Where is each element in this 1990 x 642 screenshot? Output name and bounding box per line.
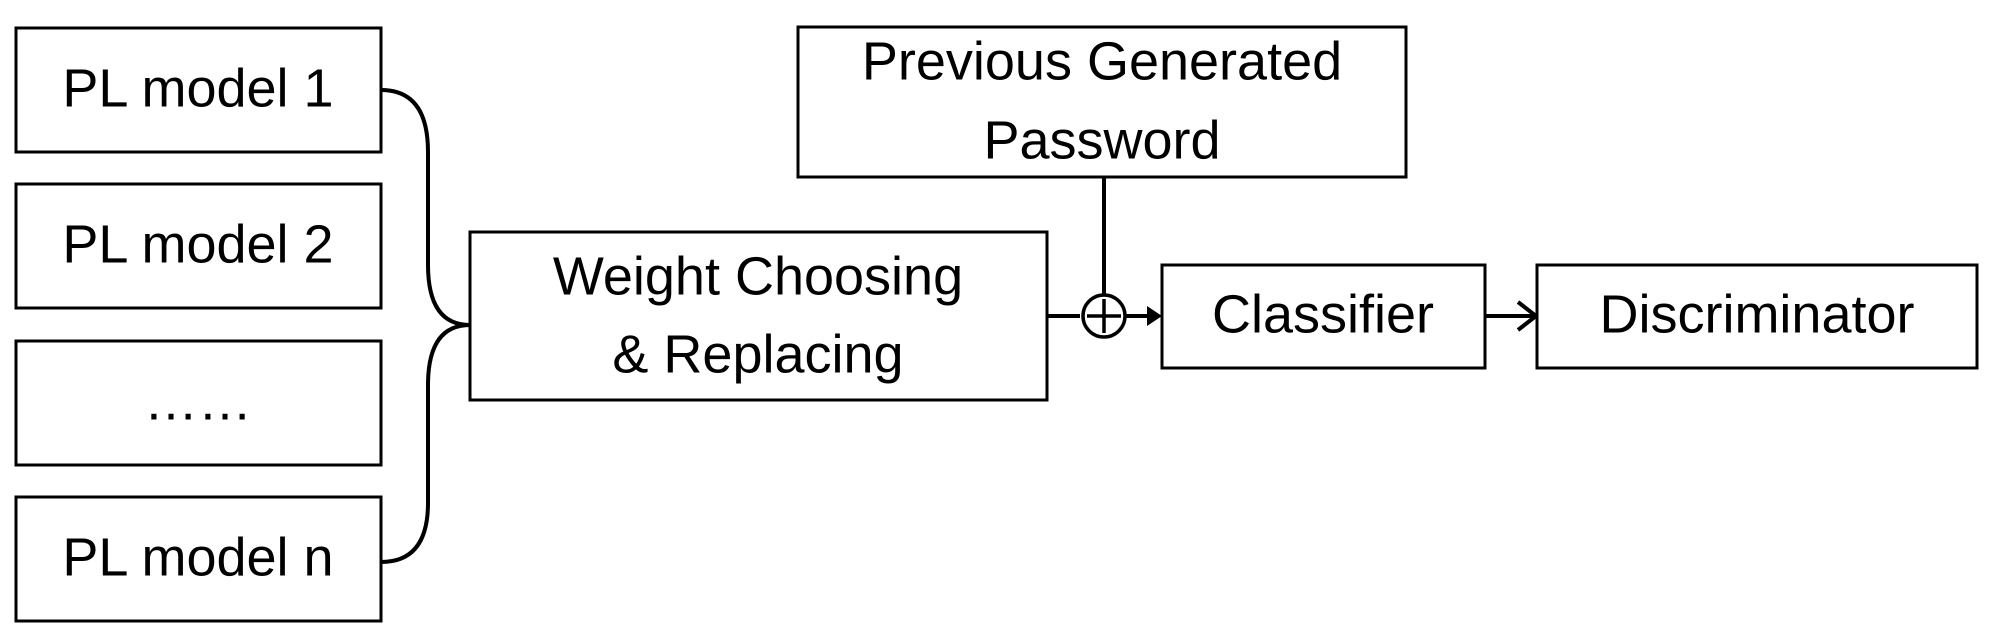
previous-password-label-line1: Previous Generated [862,31,1342,91]
discriminator-label: Discriminator [1599,284,1914,344]
pl-model-1-node: PL model 1 [14,26,383,154]
pl-model-n-node: PL model n [14,495,383,623]
pl-model-1-label: PL model 1 [62,58,333,118]
weight-choosing-node: Weight Choosing & Replacing [468,230,1049,402]
pl-model-2-label: PL model 2 [62,214,333,274]
pl-model-ellipsis-label: …… [144,371,252,431]
combine-to-classifier-arrow [1125,306,1162,326]
model-merge-brace [380,88,471,564]
classifier-label: Classifier [1212,284,1434,344]
classifier-to-discriminator-arrow [1485,300,1540,332]
previous-password-label-line2: Password [983,110,1220,170]
weight-choosing-label-line2: & Replacing [612,324,903,384]
previous-password-node: Previous Generated Password [796,25,1408,179]
pl-model-n-label: PL model n [62,527,333,587]
pl-model-2-node: PL model 2 [14,182,383,310]
pl-model-ellipsis-node: …… [14,339,383,467]
weight-choosing-label-line1: Weight Choosing [553,246,963,306]
discriminator-node: Discriminator [1535,263,1979,370]
combine-symbol [1081,293,1127,339]
classifier-node: Classifier [1160,263,1487,370]
